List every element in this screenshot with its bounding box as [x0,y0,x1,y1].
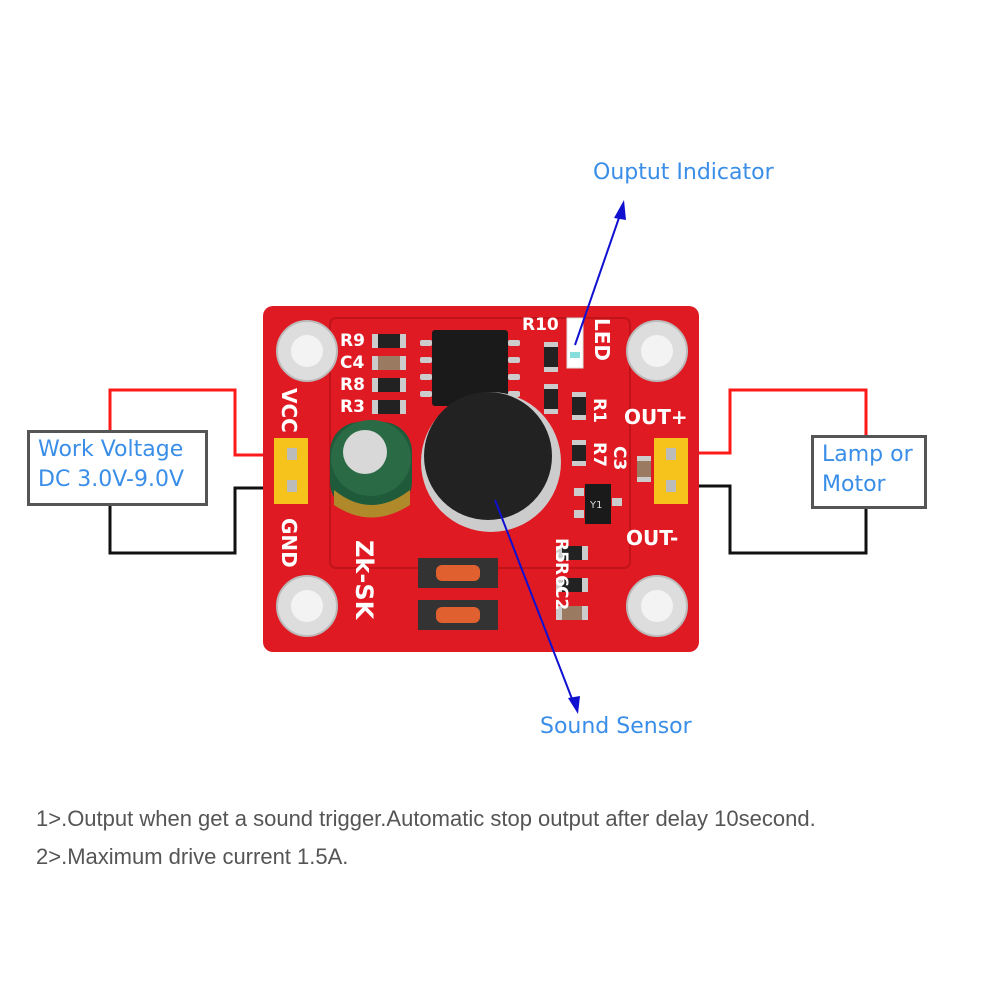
silk-r10: R10 [522,315,559,335]
out-plus-wire [668,388,868,455]
silk-led: LED [590,318,614,361]
gnd-wire [108,486,295,555]
smd-resistor [556,578,588,592]
mounting-hole [626,575,688,637]
board-name: Zk-SK [350,540,378,621]
work-voltage-box: Work Voltage DC 3.0V-9.0V [27,430,208,506]
silk-vcc: VCC [277,388,301,433]
mounting-hole [276,575,338,637]
ic-chip [420,330,520,406]
silk-r6: R6 [551,562,571,587]
work-voltage-line2: DC 3.0V-9.0V [38,467,185,492]
smd-capacitor [372,356,406,370]
arrow-sound-sensor [494,499,580,714]
transistor [574,484,622,524]
smd-resistor [544,342,558,372]
work-voltage-line1: Work Voltage [38,437,184,462]
smd-resistor [372,334,406,348]
smd-resistor [572,392,586,420]
smd-resistor [556,546,588,560]
load-line1: Lamp or [822,442,913,467]
smd-resistor [572,440,586,466]
output-indicator-label: Ouptut Indicator [593,160,774,185]
mounting-hole [276,320,338,382]
vcc-wire [108,388,295,457]
sound-sensor-label: Sound Sensor [540,714,692,739]
silk-r5: R5 [551,538,571,563]
smd-resistor [544,384,558,414]
smd-resistor [372,378,406,392]
microphone [421,392,561,532]
load-box: Lamp or Motor [811,435,927,509]
arrow-output-indicator [574,200,626,346]
electrolytic-capacitor [330,420,412,518]
diode [418,600,498,630]
note-2: 2>.Maximum drive current 1.5A. [36,844,349,869]
silk-out-plus: OUT+ [624,405,688,429]
silk-c4: C4 [340,353,364,373]
smd-resistor [372,400,406,414]
out-minus-wire [668,484,868,555]
pin-header-output [654,438,688,504]
silk-c3: C3 [609,446,629,470]
smd-capacitor [637,456,651,482]
silk-out-minus: OUT- [626,526,678,550]
diode [418,558,498,588]
silk-gnd: GND [277,518,301,568]
silk-r1: R1 [589,398,609,423]
mounting-hole [626,320,688,382]
silk-r8: R8 [340,375,365,395]
transistor-mark: Y1 [589,500,602,511]
note-1: 1>.Output when get a sound trigger.Autom… [36,806,816,831]
pin-header-input [274,438,308,504]
load-line2: Motor [822,472,886,497]
silk-r3: R3 [340,397,365,417]
smd-capacitor [556,606,588,620]
silk-c2: C2 [551,586,571,610]
silk-r7: R7 [589,442,609,467]
silk-r9: R9 [340,331,365,351]
